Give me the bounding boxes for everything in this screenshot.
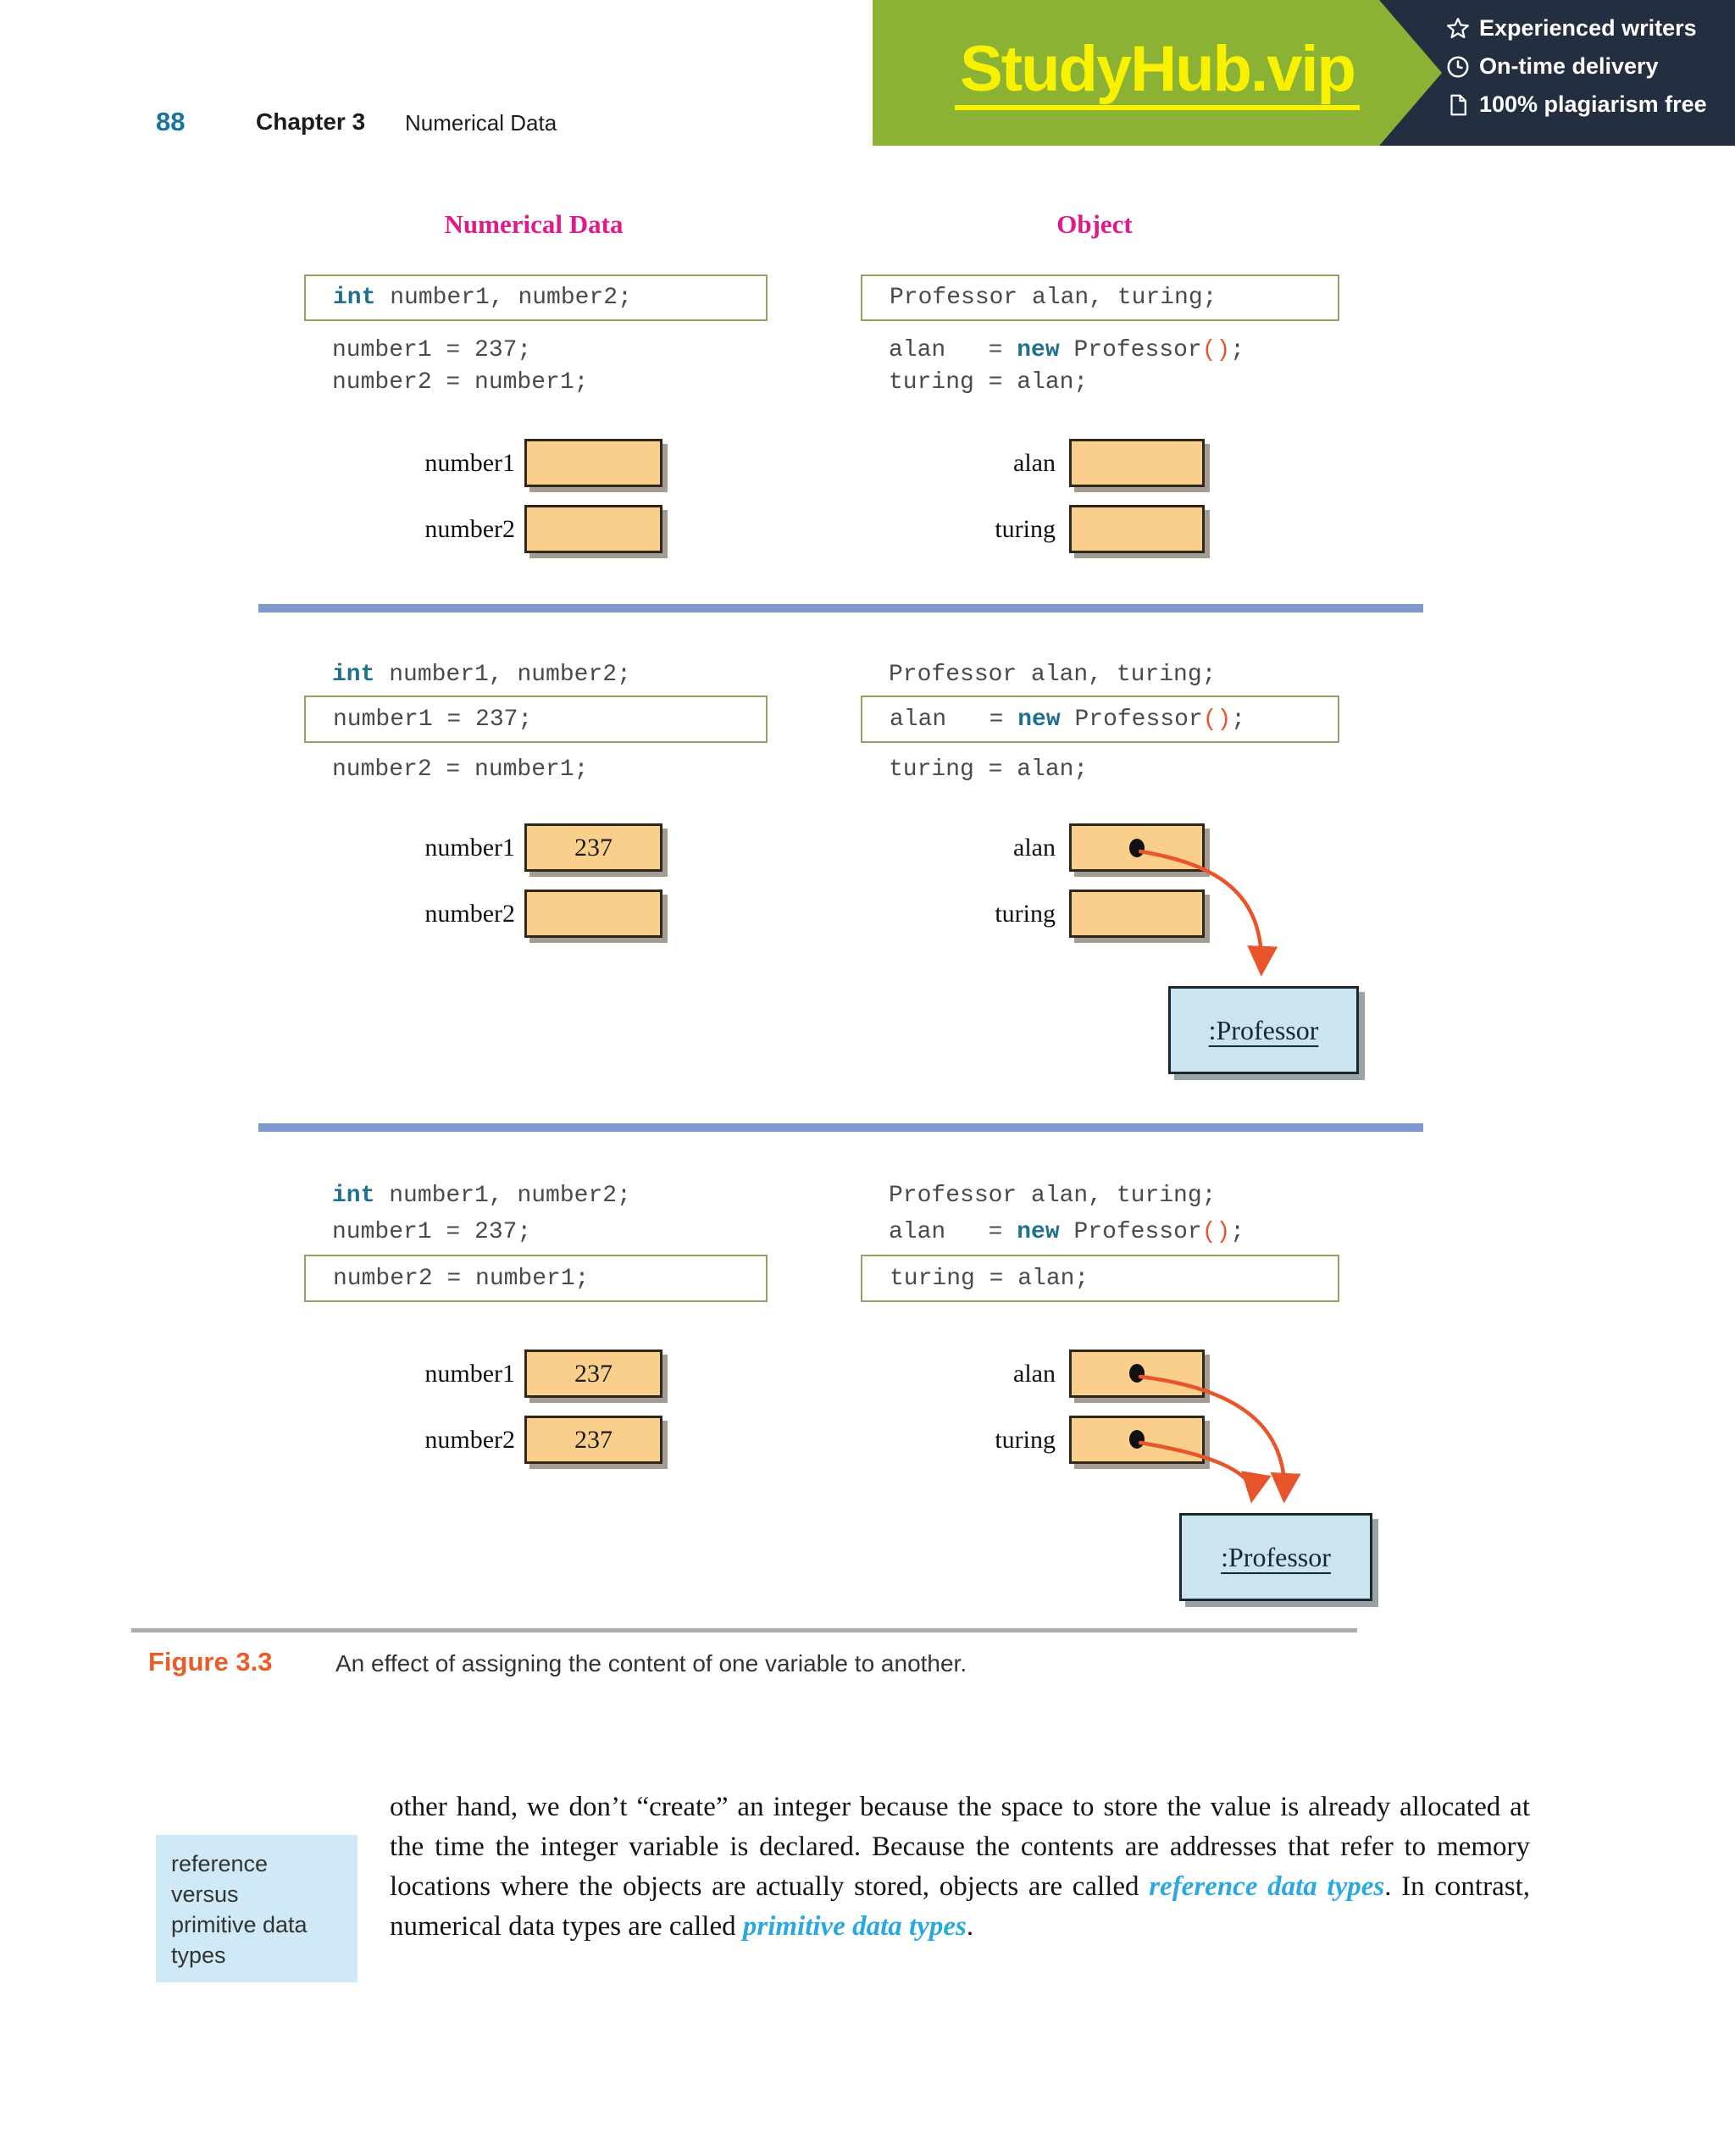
- figure-caption-label: Figure 3.3: [148, 1647, 273, 1677]
- variable-value: 237: [574, 1425, 613, 1454]
- chapter-label: Chapter 3: [256, 108, 366, 135]
- variable-label: turing: [995, 515, 1056, 543]
- banner-feature-label: Experienced writers: [1479, 15, 1697, 41]
- banner-feature-label: 100% plagiarism free: [1479, 91, 1707, 117]
- code-line: int number1, number2;: [332, 662, 631, 688]
- variable-label: number1: [424, 449, 515, 477]
- code-line: alan = new Professor();: [890, 706, 1246, 733]
- panel3-right-highlight-box: turing = alan;: [861, 1255, 1339, 1302]
- banner-brand-link[interactable]: StudyHub.vip: [955, 36, 1360, 110]
- panel2-left-highlight-box: number1 = 237;: [304, 696, 768, 743]
- panel-divider: [258, 1123, 1423, 1132]
- variable-label: number2: [424, 515, 515, 543]
- body-text: .: [966, 1911, 974, 1942]
- code-line: number2 = number1;: [332, 757, 589, 783]
- banner-feature-list: Experienced writers On-time delivery 100…: [1445, 15, 1725, 118]
- code-line: Professor alan, turing;: [890, 285, 1217, 311]
- code-line: number2 = number1;: [333, 1265, 590, 1292]
- column-heading-numerical-data: Numerical Data: [444, 209, 624, 239]
- panel1-left-highlight-box: int number1, number2;: [304, 274, 768, 321]
- code-line: alan = new Professor();: [889, 337, 1245, 363]
- variable-label: number1: [424, 1360, 515, 1388]
- banner-feature: On-time delivery: [1445, 53, 1725, 80]
- variable-box-alan: [1069, 439, 1205, 487]
- banner-feature: 100% plagiarism free: [1445, 91, 1725, 118]
- variable-value: 237: [574, 833, 613, 862]
- clock-icon: [1445, 54, 1471, 80]
- banner-brand-area: StudyHub.vip: [873, 0, 1442, 146]
- variable-label: number1: [424, 834, 515, 862]
- term-primitive-data-types: primitive data types: [742, 1911, 967, 1942]
- variable-label: alan: [1013, 834, 1056, 862]
- page-number: 88: [156, 107, 186, 136]
- professor-object-box: :Professor: [1168, 986, 1359, 1074]
- variable-value: [527, 507, 660, 551]
- variable-box-number2: [524, 505, 662, 553]
- variable-label: turing: [995, 900, 1056, 928]
- variable-label: alan: [1013, 449, 1056, 477]
- star-icon: [1445, 16, 1471, 42]
- body-text: other hand, we don’t “create” an integer…: [390, 1792, 1530, 1902]
- panel-divider: [258, 604, 1423, 612]
- margin-note-line: versus: [171, 1882, 239, 1907]
- column-heading-object: Object: [1056, 209, 1133, 239]
- document-icon: [1445, 92, 1471, 118]
- variable-box-alan: [1069, 1350, 1205, 1398]
- panel3-left-highlight-box: number2 = number1;: [304, 1255, 768, 1302]
- variable-box-number1: [524, 439, 662, 487]
- variable-box-number1: 237: [524, 823, 662, 872]
- term-reference-data-types: reference data types: [1149, 1871, 1385, 1902]
- panel2-right-highlight-box: alan = new Professor();: [861, 696, 1339, 743]
- variable-box-turing: [1069, 890, 1205, 938]
- variable-box-alan: [1069, 823, 1205, 872]
- margin-note-line: types: [171, 1943, 226, 1968]
- caption-rule: [131, 1628, 1357, 1632]
- section-title: Numerical Data: [405, 110, 557, 136]
- margin-note-line: primitive data: [171, 1912, 308, 1937]
- code-line: turing = alan;: [889, 757, 1089, 783]
- code-line: int number1, number2;: [332, 1183, 631, 1209]
- code-line: number1 = 237;: [332, 1219, 532, 1245]
- code-line: number1 = 237;: [332, 337, 532, 363]
- banner-feature-label: On-time delivery: [1479, 53, 1659, 79]
- variable-label: number2: [424, 1426, 515, 1454]
- code-line: number1 = 237;: [333, 706, 533, 733]
- object-label: :Professor: [1221, 1541, 1331, 1572]
- banner-feature: Experienced writers: [1445, 15, 1725, 42]
- code-line: int number1, number2;: [333, 285, 632, 311]
- code-line: turing = alan;: [890, 1265, 1089, 1292]
- margin-note-line: reference: [171, 1851, 269, 1876]
- body-text: . In contrast, numerical data types are …: [390, 1871, 1530, 1942]
- variable-box-turing: [1069, 505, 1205, 553]
- figure-caption-text: An effect of assigning the content of on…: [335, 1650, 967, 1677]
- code-line: Professor alan, turing;: [889, 1183, 1217, 1209]
- code-line: alan = new Professor();: [889, 1219, 1245, 1245]
- professor-object-box: :Professor: [1179, 1513, 1372, 1601]
- margin-note: reference versus primitive data types: [156, 1835, 358, 1982]
- variable-value: [527, 441, 660, 485]
- panel1-right-highlight-box: Professor alan, turing;: [861, 274, 1339, 321]
- variable-label: turing: [995, 1426, 1056, 1454]
- variable-label: number2: [424, 900, 515, 928]
- code-line: number2 = number1;: [332, 369, 589, 396]
- object-label: :Professor: [1208, 1014, 1319, 1045]
- variable-box-turing: [1069, 1416, 1205, 1464]
- code-line: turing = alan;: [889, 369, 1089, 396]
- code-line: Professor alan, turing;: [889, 662, 1217, 688]
- variable-label: alan: [1013, 1360, 1056, 1388]
- variable-box-number2: 237: [524, 1416, 662, 1464]
- variable-value: [527, 892, 660, 935]
- body-paragraph: other hand, we don’t “create” an integer…: [390, 1787, 1530, 1947]
- variable-value: 237: [574, 1359, 613, 1388]
- variable-box-number1: 237: [524, 1350, 662, 1398]
- variable-box-number2: [524, 890, 662, 938]
